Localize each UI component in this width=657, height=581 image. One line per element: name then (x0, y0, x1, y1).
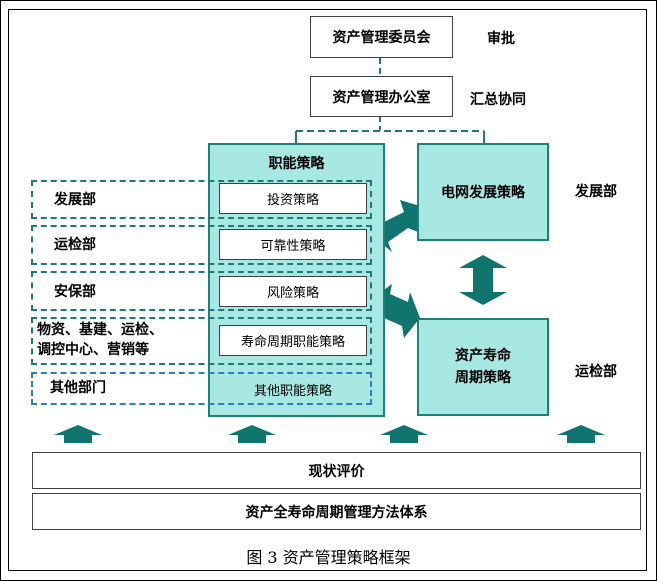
dept-multi-line2: 调控中心、营销等 (37, 342, 149, 358)
dept-row-development (31, 180, 372, 219)
strategy-investment: 投资策略 (219, 183, 367, 214)
committee-box: 资产管理委员会 (310, 16, 453, 58)
functional-strategy-title: 职能策略 (268, 156, 325, 172)
strategy-other-label: 其他职能策略 (253, 383, 332, 399)
committee-role: 审批 (487, 31, 515, 47)
committee-label: 资产管理委员会 (332, 30, 431, 46)
double-arrow-vertical-icon (459, 255, 507, 305)
strategy-lifecycle-functional: 寿命周期职能策略 (219, 325, 367, 356)
dept-row-other (31, 372, 372, 405)
dept-security: 安保部 (54, 284, 96, 300)
dept-row-maintenance (31, 225, 372, 265)
dept-maintenance: 运检部 (54, 237, 96, 253)
evaluation-label: 现状评价 (308, 463, 365, 480)
method-system-label: 资产全寿命周期管理方法体系 (245, 504, 428, 521)
office-box: 资产管理办公室 (310, 76, 453, 117)
up-arrow-icon (380, 425, 428, 443)
office-label: 资产管理办公室 (332, 89, 431, 106)
strategy-risk: 风险策略 (219, 276, 367, 307)
asset-lifecycle-strategy-line2: 周期策略 (455, 370, 511, 386)
evaluation-bar: 现状评价 (32, 452, 641, 489)
dept-multi-line1: 物资、基建、运检、 (37, 322, 163, 338)
up-arrow-icon (54, 425, 102, 443)
method-system-bar: 资产全寿命周期管理方法体系 (32, 493, 641, 530)
lifecycle-strategy-owner: 运检部 (575, 364, 617, 380)
asset-lifecycle-strategy-box: 资产寿命 周期策略 (417, 318, 549, 416)
dept-other: 其他部门 (50, 380, 106, 396)
strategy-risk-label: 风险策略 (266, 286, 319, 301)
grid-development-strategy-box: 电网发展策略 (417, 143, 549, 241)
strategy-reliability-label: 可靠性策略 (260, 239, 326, 254)
dept-row-security (31, 271, 372, 311)
dept-row-multi (31, 317, 372, 365)
up-arrow-icon (228, 425, 276, 443)
diagram-frame (8, 9, 647, 571)
strategy-investment-label: 投资策略 (266, 193, 319, 208)
asset-lifecycle-strategy-line1: 资产寿命 (455, 348, 511, 364)
up-arrow-icon (557, 425, 605, 443)
dept-development: 发展部 (54, 192, 96, 208)
figure-caption: 图 3 资产管理策略框架 (246, 548, 411, 567)
strategy-lifecycle-functional-label: 寿命周期职能策略 (240, 335, 345, 350)
grid-development-strategy-label: 电网发展策略 (441, 185, 525, 201)
grid-strategy-owner: 发展部 (575, 184, 617, 200)
strategy-other: 其他职能策略 (219, 376, 367, 402)
strategy-reliability: 可靠性策略 (219, 229, 367, 260)
office-role: 汇总协同 (470, 92, 526, 108)
up-arrows (54, 425, 605, 443)
